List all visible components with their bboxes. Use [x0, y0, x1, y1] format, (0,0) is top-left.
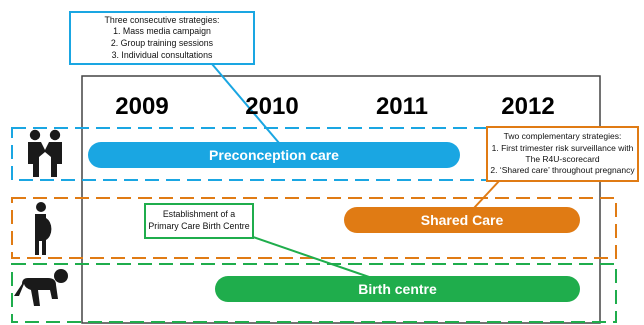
year-2011: 2011 [375, 93, 429, 120]
connector-shared-care [473, 179, 501, 209]
callout-title: Three consecutive strategies: [104, 14, 220, 25]
callout-item: The R4U-scorecard [525, 154, 600, 164]
callout-item: 3. Individual consultations [111, 49, 213, 60]
callout-item: 1. First trimester risk surveillance wit… [491, 142, 634, 153]
shared-care-strategies-callout: Two complementary strategies: 1. First t… [486, 126, 639, 182]
connector-birth-centre [252, 236, 373, 279]
lane-birth-centre [11, 263, 617, 323]
year-2009: 2009 [115, 93, 169, 120]
shared-care-bar: Shared Care [344, 207, 580, 233]
callout-line: Primary Care Birth Centre [148, 221, 250, 231]
crawling-baby-icon [14, 269, 68, 306]
birth-centre-callout: Establishment of a Primary Care Birth Ce… [144, 203, 254, 239]
birth-centre-bar: Birth centre [215, 276, 580, 302]
birth-centre-label: Birth centre [358, 281, 437, 297]
couple-icon [28, 129, 62, 177]
preconception-care-label: Preconception care [209, 147, 339, 163]
year-2012: 2012 [501, 93, 555, 120]
callout-item: 2. ‘Shared care’ throughout pregnancy [490, 165, 635, 176]
year-2010: 2010 [245, 93, 299, 120]
callout-item: 2. Group training sessions [110, 38, 214, 48]
callout-title: Two complementary strategies: [503, 131, 622, 142]
shared-care-label: Shared Care [420, 212, 504, 228]
pregnant-woman-icon [35, 202, 52, 255]
connector-preconception [211, 63, 286, 151]
preconception-care-bar: Preconception care [88, 142, 460, 168]
preconception-strategies-callout: Three consecutive strategies: 1. Mass me… [69, 11, 255, 65]
callout-item: 1. Mass media campaign [113, 26, 211, 37]
callout-line: Establishment of a [162, 209, 236, 220]
